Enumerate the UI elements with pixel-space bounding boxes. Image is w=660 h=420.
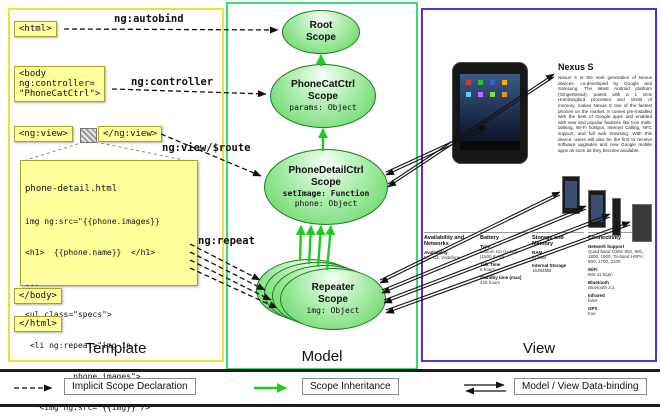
model-panel-label: Model <box>301 348 343 365</box>
repeater-title: Repeater <box>311 282 355 293</box>
phone-image <box>452 62 528 164</box>
spec-value: true <box>588 310 596 316</box>
phone-thumbnail-1 <box>562 176 580 214</box>
product-description: Nexus S is the next generation of Nexus … <box>558 75 652 153</box>
spec-header: Storage and Memory <box>532 232 584 248</box>
legend-scope-inheritance: Scope Inheritance <box>302 378 399 395</box>
code-line: <ul class="specs"> <box>25 310 112 319</box>
phone-screen <box>460 74 520 150</box>
spec-column-battery: Battery Type Lithium Ion (Li-Ion) (1500 … <box>480 232 528 285</box>
thumbnail-screen <box>565 181 577 208</box>
green-arrow-icon <box>254 383 287 393</box>
ngview-close-tag-box: </ng:view> <box>98 126 163 142</box>
spec-value: 428 hours <box>480 279 501 285</box>
spec-header: Battery <box>480 232 528 241</box>
phonecatctrl-title: PhoneCatCtrl <box>291 79 355 90</box>
phone-app-icons <box>466 80 471 85</box>
phonedetailctrl-scope-ellipse: PhoneDetailCtrl Scope setImage: Function… <box>264 149 388 225</box>
dashed-arrow-icon <box>14 384 53 392</box>
legend-data-binding: Model / View Data-binding <box>514 378 647 395</box>
double-arrow-icon <box>464 381 506 395</box>
ngview-open-tag-box: <ng:view> <box>14 126 73 142</box>
product-title: Nexus S <box>558 62 594 72</box>
spec-value: 802.11 b/g/n <box>588 272 613 278</box>
body-open-tag-box: <body ng:controller= "PhoneCatCtrl"> <box>14 66 106 102</box>
spec-value: Lithium Ion (Li-Ion) (1500 mAH) <box>480 248 518 260</box>
phonedetailctrl-prop-phone: phone: Object <box>294 199 358 208</box>
template-panel-label: Template <box>85 340 147 357</box>
view-panel-label: View <box>522 340 556 357</box>
phone-thumbnail-4 <box>632 204 652 242</box>
spec-value: 6 hours <box>480 267 496 272</box>
spec-value: 16384MB <box>532 268 552 274</box>
phonedetailctrl-title: PhoneDetailCtrl <box>288 165 364 176</box>
spec-value: 512MB <box>532 255 547 261</box>
controller-label: ng:controller <box>131 76 214 88</box>
repeater-prop: img: Object <box>306 306 360 315</box>
phonedetailctrl-prop-setimage: setImage: Function <box>282 189 370 198</box>
code-line: <h1> {{phone.name}} </h1> <box>25 248 156 257</box>
code-line: <img ng:src="{{img}}"/> <box>25 403 151 412</box>
root-scope-subtitle: Scope <box>305 32 336 43</box>
html-close-tag-box: </html> <box>14 316 62 332</box>
phone-dock <box>460 141 520 150</box>
phone-thumbnail-2 <box>588 190 606 228</box>
legend-top-rule <box>0 369 660 372</box>
spec-column-storage: Storage and Memory RAM 512MB Internal St… <box>532 232 584 273</box>
code-box-title: phone-detail.html <box>25 184 118 194</box>
view-route-label: ng:view/$route <box>162 142 251 154</box>
root-scope-title: Root <box>309 20 333 31</box>
spec-value: Bluetooth 2.1 <box>588 285 615 291</box>
autobind-label: ng:autobind <box>114 13 184 25</box>
phone-thumbnail-3 <box>612 198 621 236</box>
spec-column-availability: Availability and Networks Availability M… <box>424 232 476 260</box>
repeater-subtitle: Scope <box>317 294 348 305</box>
code-line: ... <box>25 279 40 288</box>
spec-column-connectivity: Connectivity Network Support Quad-band G… <box>588 232 650 316</box>
code-line: phone.images"> <box>25 372 141 381</box>
phonecatctrl-subtitle: Scope <box>307 91 338 102</box>
spec-header: Availability and Networks <box>424 232 476 248</box>
root-scope-ellipse: Root Scope <box>282 10 360 54</box>
html-open-tag-box: <html> <box>14 21 57 37</box>
spec-value: M1, O2, Vodafone <box>424 255 461 261</box>
ngview-placeholder-box <box>80 128 97 143</box>
body-close-tag-box: </body> <box>14 288 62 304</box>
thumbnail-screen <box>591 195 603 222</box>
legend-implicit-scope: Implicit Scope Declaration <box>64 378 196 395</box>
phonedetailctrl-subtitle: Scope <box>310 177 341 188</box>
spec-value: Quad-band GSM: 850, 900, 1800, 1900; Tri… <box>588 248 644 265</box>
spec-value: false <box>588 297 598 303</box>
legend-bottom-rule <box>0 404 660 407</box>
repeater-scope-ellipse: Repeater Scope img: Object <box>280 268 386 330</box>
code-line: img ng:src="{{phone.images}} <box>25 217 160 226</box>
phonecatctrl-prop: params: Object <box>289 103 357 112</box>
phone-detail-code-box: phone-detail.html img ng:src="{{phone.im… <box>20 160 198 412</box>
phonecatctrl-scope-ellipse: PhoneCatCtrl Scope params: Object <box>270 64 376 128</box>
repeat-label: ng:repeat <box>198 235 255 247</box>
code-line: <li ng:repeat="img in <box>25 341 131 350</box>
